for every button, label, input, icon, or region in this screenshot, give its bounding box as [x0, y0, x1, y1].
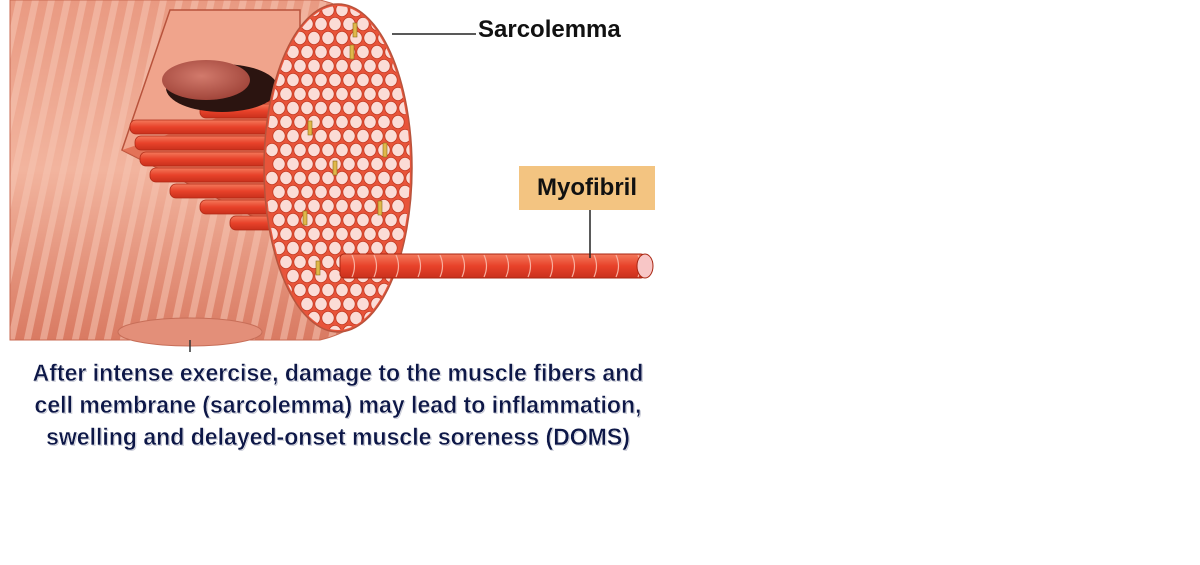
muscle-fiber-illustration [9, 0, 654, 352]
caption-line: swelling and delayed-onset muscle sorene… [46, 424, 630, 451]
nucleus [162, 60, 250, 100]
caption-line: After intense exercise, damage to the mu… [32, 360, 644, 387]
sarcolemma-label: Sarcolemma [478, 16, 621, 43]
caption: After intense exercise, damage to the mu… [14, 358, 663, 454]
myofibril-cross-sections [266, 6, 410, 330]
caption-line: cell membrane (sarcolemma) may lead to i… [34, 392, 642, 419]
extended-myofibril [339, 253, 654, 279]
myofibril-label: Myofibril [519, 166, 655, 210]
